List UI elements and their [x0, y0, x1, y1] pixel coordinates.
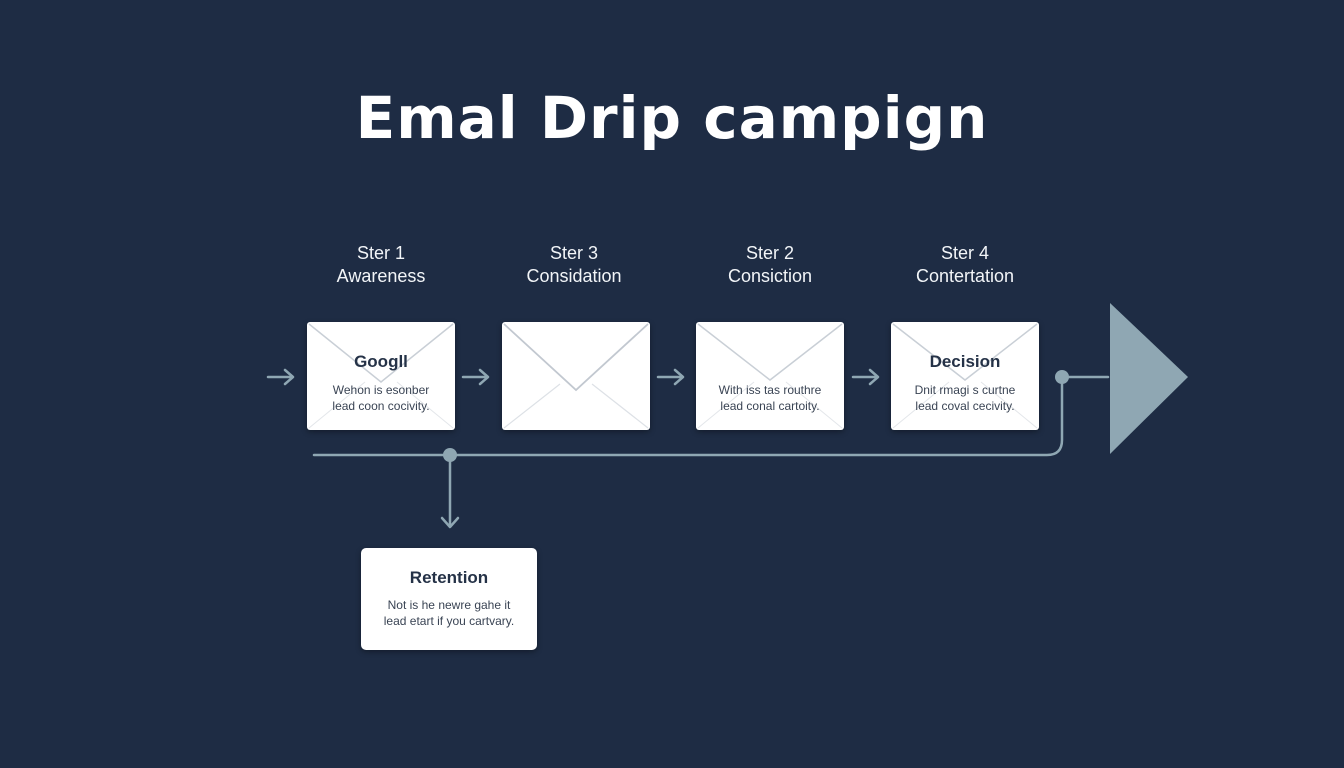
envelope-icon	[697, 323, 843, 429]
arrow-right-icon	[461, 368, 490, 386]
loop-connector	[312, 382, 1064, 457]
step-stage: Consiction	[727, 266, 813, 286]
envelope-icon	[308, 323, 454, 429]
step-number: Ster 4	[940, 243, 990, 263]
card-text: With iss tas routhre lead conal cartoity…	[702, 382, 838, 414]
card-title: Decision	[929, 352, 1001, 371]
card-text-line: lead coval cecivity.	[915, 399, 1015, 413]
arrow-right-icon	[656, 368, 685, 386]
arrow-right-icon	[851, 368, 880, 386]
arrow-right-icon	[266, 368, 295, 386]
step-stage: Considation	[526, 266, 622, 286]
step-number: Ster 3	[549, 243, 599, 263]
step-label-1: Ster 1 Awareness	[281, 242, 481, 288]
card-text-line: Dnit rmagi s curtne	[914, 383, 1016, 397]
envelope-icon	[892, 323, 1038, 429]
step-label-4: Ster 4 Contertation	[865, 242, 1065, 288]
card-text: Wehon is esonber lead coon cocivity.	[313, 382, 449, 414]
step-label-2: Ster 3 Considation	[474, 242, 674, 288]
email-card-decision: Decision Dnit rmagi s curtne lead coval …	[891, 322, 1039, 430]
card-text-line: lead coon cocivity.	[332, 399, 430, 413]
card-text: Not is he newre gahe it lead etart if yo…	[367, 597, 531, 629]
step-stage: Awareness	[336, 266, 426, 286]
card-title: Retention	[409, 568, 489, 587]
step-stage: Contertation	[915, 266, 1015, 286]
card-text: Dnit rmagi s curtne lead coval cecivity.	[897, 382, 1033, 414]
junction-node	[1055, 370, 1069, 384]
card-text-line: With iss tas routhre	[718, 383, 822, 397]
arrow-down-icon	[440, 516, 460, 529]
triangle-arrow-icon	[1110, 303, 1188, 454]
email-card-conviction: With iss tas routhre lead conal cartoity…	[696, 322, 844, 430]
step-number: Ster 1	[356, 243, 406, 263]
step-number: Ster 2	[745, 243, 795, 263]
junction-node	[443, 448, 457, 462]
retention-card: Retention Not is he newre gahe it lead e…	[361, 548, 537, 650]
card-text-line: lead etart if you cartvary.	[383, 614, 515, 628]
card-title: Googll	[354, 352, 408, 371]
card-text-line: lead conal cartoity.	[720, 399, 820, 413]
step-label-3: Ster 2 Consiction	[670, 242, 870, 288]
envelope-icon	[503, 323, 649, 429]
diagram-title: Emal Drip campign	[355, 84, 989, 152]
card-text-line: Not is he newre gahe it	[387, 598, 511, 612]
email-card-awareness: Googll Wehon is esonber lead coon cocivi…	[307, 322, 455, 430]
card-text-line: Wehon is esonber	[332, 383, 430, 397]
email-card-consideration	[502, 322, 650, 430]
